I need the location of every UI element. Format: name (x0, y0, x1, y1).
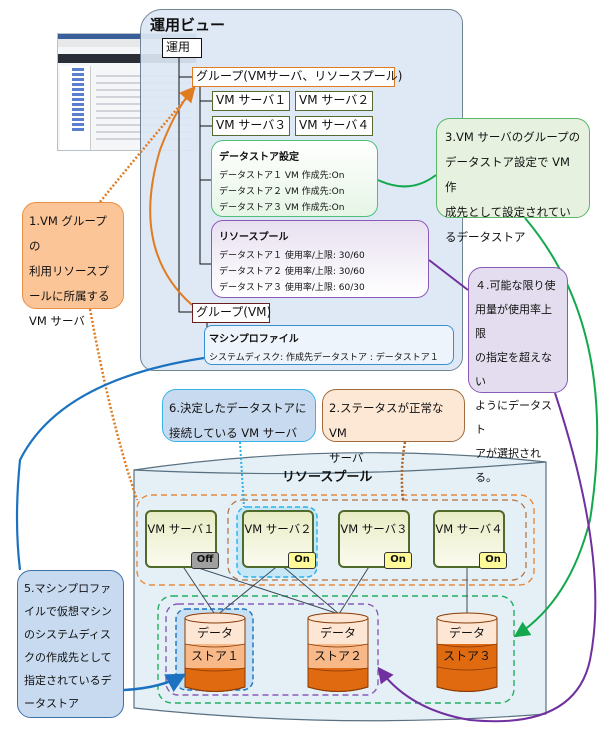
callout-line: データストア設定で VM 作 (445, 155, 570, 194)
callout-line: ようにデータスト (475, 399, 552, 436)
datastore-cylinder-2 (307, 612, 369, 692)
callout-line: 5.マシンプロファ (24, 582, 112, 595)
datastore-setting-row: データストア１ VM 作成先:On (219, 171, 345, 181)
callout-line: 成先として設定されてい (445, 205, 571, 219)
callout-line: 6.決定したデータストアに (169, 401, 307, 415)
operation-view-title: 運用ビュー (150, 16, 226, 34)
vm-server-name: VM サーバ３ (340, 522, 408, 536)
callout-line: サーバ (329, 451, 364, 465)
datastore-settings-title: データストア設定 (219, 152, 299, 163)
callout-6: 6.決定したデータストアに 接続している VM サーバ (162, 389, 316, 442)
callout-1: 1.VM グループの 利用リソースプ ールに所属する VM サーバ (22, 202, 124, 328)
vm-server-name: VM サーバ４ (435, 522, 503, 536)
callout2-connector (400, 441, 407, 501)
callout-line: アが選択される。 (475, 447, 541, 484)
under-limit-datastores-outline (165, 603, 379, 696)
callout6-connector (239, 441, 245, 508)
healthy-vm-dashed-outline (227, 499, 527, 581)
callout-line: ールに所属する (29, 289, 110, 303)
callout-2: 2.ステータスが正常な VM サーバ (322, 389, 465, 465)
vm-server-name: VM サーバ１ (147, 522, 215, 536)
resource-pool-row: データストア３ 使用率/上限: 60/30 (219, 283, 365, 293)
datastore-1-label-top: データ (196, 626, 233, 640)
callout5-to-datastore1-arrow (123, 673, 187, 692)
callout-line: 用量が使用率上限 (475, 303, 552, 340)
status-badge-on: On (384, 552, 412, 569)
datastore-3-label-bottom: ストア３ (442, 649, 491, 663)
callout-line: 1.VM グループの (29, 214, 107, 253)
resource-pool-row: データストア１ 使用率/上限: 30/60 (219, 251, 365, 261)
callout1-to-pool-connector (88, 308, 139, 501)
callout-line: 利用リソースプ (29, 264, 109, 278)
vm-server-name: VM サーバ２ (244, 522, 312, 536)
datastore-cylinder-3 (436, 612, 498, 692)
tree-node-vm-server-1[interactable]: VM サーバ１ (212, 91, 290, 111)
callout-line: 3.VM サーバのグループの (445, 130, 581, 144)
ds-settings-to-callout3-connector (377, 174, 437, 188)
callout-line: のシステムディス (24, 628, 111, 641)
pool-vm-server-4[interactable]: VM サーバ４ (433, 510, 505, 568)
group-vm-to-group-arrow (149, 85, 196, 306)
datastore-2-label-bottom: ストア２ (313, 649, 362, 663)
datastore-1-label-bottom: ストア１ (190, 649, 239, 663)
vm-target-datastores-outline (157, 595, 515, 704)
callout-line: 指定されているデ (24, 674, 112, 687)
datastore-setting-row: データストア３ VM 作成先:On (219, 203, 345, 213)
tree-node-operation[interactable]: 運用 (162, 38, 202, 58)
status-badge-off: Off (191, 552, 219, 569)
callout-3: 3.VM サーバのグループの データストア設定で VM 作 成先として設定されて… (436, 118, 590, 244)
callout-5: 5.マシンプロファ イルで仮想マシン のシステムディス クの作成先として 指定さ… (17, 570, 124, 718)
tree-node-vm-server-3[interactable]: VM サーバ３ (212, 116, 290, 136)
machine-profile-box: マシンプロファイル システムディスク: 作成先データストア : データストア１ (204, 325, 454, 365)
tree-node-vm-server-4[interactable]: VM サーバ４ (295, 116, 373, 136)
resource-pool-title: リソースプール (282, 470, 373, 485)
vm-group-dashed-outline (136, 494, 535, 586)
machine-profile-row: システムディスク: 作成先データストア : データストア１ (209, 353, 439, 363)
resource-pool-settings-title: リソースプール (219, 232, 289, 243)
callout-line: VM サーバ (29, 314, 85, 328)
datastore-2-label-top: データ (319, 626, 356, 640)
callout-line: 接続している VM サーバ (169, 426, 298, 440)
connection-lines (179, 560, 468, 617)
callout-line: イルで仮想マシン (24, 605, 112, 618)
status-badge-on: On (288, 552, 316, 569)
datastore-cylinder-1 (184, 612, 246, 692)
callout-line: るデータストア (445, 230, 526, 244)
callout-line: ータストア (24, 697, 79, 710)
resource-pool-row: データストア２ 使用率/上限: 30/60 (219, 267, 365, 277)
callout-line: 2.ステータスが正常な VM (329, 401, 444, 440)
tree-node-vm-server-2[interactable]: VM サーバ２ (295, 91, 373, 111)
tree-node-vm-server-group[interactable]: グループ(VMサーバ、リソースプール) (192, 67, 403, 87)
datastore-3-label-top: データ (448, 626, 485, 640)
datastore-setting-row: データストア２ VM 作成先:On (219, 187, 345, 197)
pool-vm-server-3[interactable]: VM サーバ３ (338, 510, 410, 568)
resource-pool-settings-box: リソースプール データストア１ 使用率/上限: 30/60 データストア２ 使用… (211, 220, 429, 298)
callout-line: の指定を超えない (475, 351, 552, 388)
callout-4: ４.可能な限り使 用量が使用率上限 の指定を超えない ようにデータスト アが選択… (468, 267, 568, 484)
profile-to-callout5-connector (15, 356, 205, 571)
machine-profile-title: マシンプロファイル (209, 334, 299, 345)
tree-node-vm-group[interactable]: グループ(VM) (192, 303, 271, 323)
datastore-settings-box: データストア設定 データストア１ VM 作成先:On データストア２ VM 作成… (211, 140, 378, 217)
callout-line: ４.可能な限り使 (475, 279, 556, 292)
status-badge-on: On (479, 552, 507, 569)
rp-to-callout4-connector (428, 259, 469, 291)
callout-line: クの作成先として (24, 651, 112, 664)
callout4-to-datastores-arrow (377, 392, 597, 723)
